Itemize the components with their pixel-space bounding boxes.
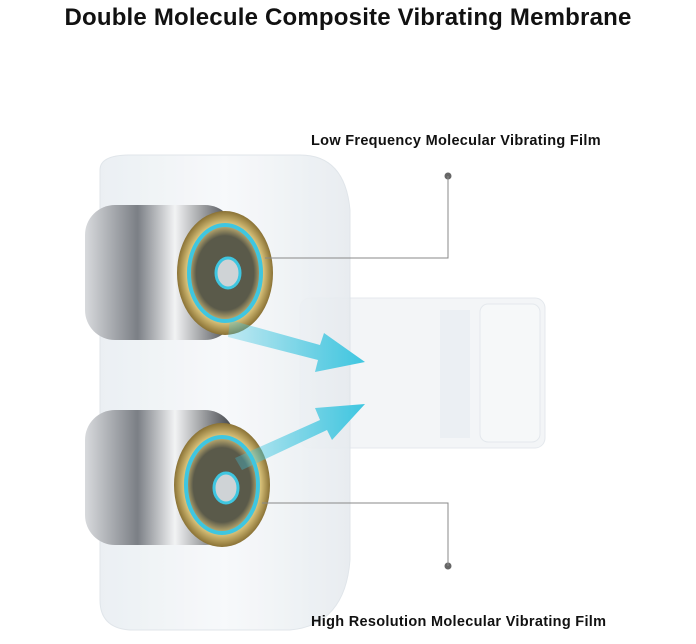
upper-driver bbox=[85, 205, 273, 340]
sound-flow-arrow-lower bbox=[235, 404, 365, 470]
low-frequency-film-label: Low Frequency Molecular Vibrating Film bbox=[311, 133, 601, 149]
nozzle bbox=[299, 297, 546, 449]
page-title: Double Molecule Composite Vibrating Memb… bbox=[64, 4, 632, 31]
leader-line-low bbox=[265, 172, 452, 259]
leader-line-high bbox=[262, 502, 452, 570]
sound-flow-arrow-upper bbox=[228, 320, 365, 372]
high-resolution-film-label: High Resolution Molecular Vibrating Film bbox=[311, 614, 607, 630]
lower-driver bbox=[85, 410, 270, 547]
